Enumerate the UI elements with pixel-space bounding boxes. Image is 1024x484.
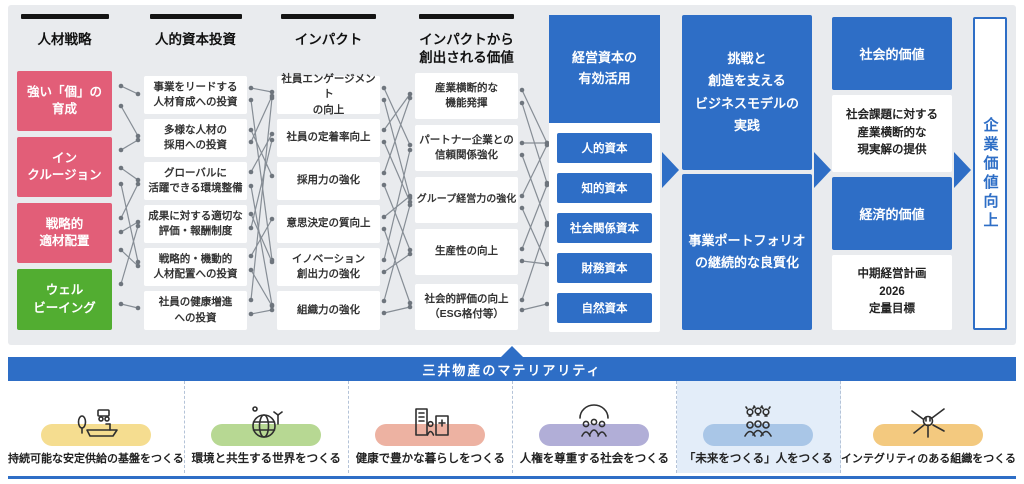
people-arc-icon — [571, 403, 617, 441]
capital-item: 社会関係資本 — [557, 213, 652, 243]
people-lightbulb-icon — [735, 403, 781, 441]
materiality-cell-health: 健康で豊かな暮らしをつくる — [349, 381, 513, 473]
header-bar — [419, 14, 514, 19]
hr-strategy-item: イン クルージョン — [17, 137, 112, 197]
value-item: パートナー企業との 信頼関係強化 — [415, 125, 518, 171]
value-item: グループ経営力の強化 — [415, 177, 518, 223]
globe-icon — [243, 403, 289, 441]
business-model-box: 挑戦と 創造を支える ビジネスモデルの 実践 — [682, 15, 812, 170]
hr-strategy-item: ウェル ビーイング — [17, 269, 112, 330]
capital-panel: 経営資本の 有効活用 人的資本 知的資本 社会関係資本 財務資本 自然資本 — [549, 15, 660, 332]
pill-shape — [703, 424, 814, 446]
materiality-art — [699, 394, 817, 446]
capital-header: 経営資本の 有効活用 — [549, 15, 660, 123]
materiality-art — [371, 394, 489, 446]
pill-shape — [40, 424, 151, 446]
corporate-value-box: 企業価値向上 — [973, 17, 1007, 330]
materiality-label: 人権を尊重する社会をつくる — [519, 453, 669, 465]
value-item: 生産性の向上 — [415, 229, 518, 275]
bottom-accent-line — [8, 476, 1016, 479]
social-value-desc: 社会課題に対する 産業横断的な 現実解の提供 — [832, 95, 952, 172]
materiality-cell-integrity: インテグリティのある組織をつくる — [841, 381, 1016, 473]
investment-item: 成果に対する適切な 評価・報酬制度 — [144, 205, 247, 243]
materiality-label: 持続可能な安定供給の基盤をつくる — [8, 453, 184, 465]
materiality-art — [207, 394, 325, 446]
materiality-row: 持続可能な安定供給の基盤をつくる 環境と共生する世界をつくる — [8, 381, 1016, 473]
materiality-cell-stable-supply: 持続可能な安定供給の基盤をつくる — [8, 381, 185, 473]
economic-value-title: 経済的価値 — [832, 177, 952, 250]
materiality-cell-future-people: 「未来をつくる」人をつくる — [676, 381, 841, 473]
impact-item: 意思決定の質向上 — [277, 205, 380, 243]
impact-item: 社員の定着率向上 — [277, 119, 380, 157]
flow-arrow-icon — [814, 152, 831, 188]
materiality-art — [535, 394, 653, 446]
hr-strategy-item: 戦略的 適材配置 — [17, 203, 112, 263]
materiality-label: 健康で豊かな暮らしをつくる — [355, 453, 505, 465]
capital-item: 自然資本 — [557, 293, 652, 323]
materiality-cell-environment: 環境と共生する世界をつくる — [185, 381, 349, 473]
cargo-ship-icon — [73, 403, 119, 441]
investment-item: 多様な人材の 採用への投資 — [144, 119, 247, 157]
pill-shape — [375, 424, 486, 446]
flow-arrow-icon — [662, 152, 679, 188]
investment-item: 社員の健康増進 への投資 — [144, 291, 247, 330]
impact-item: 採用力の強化 — [277, 162, 380, 200]
materiality-cell-human-rights: 人権を尊重する社会をつくる — [513, 381, 677, 473]
social-value-title: 社会的価値 — [832, 17, 952, 90]
materiality-label: 「未来をつくる」人をつくる — [683, 453, 833, 465]
materiality-art — [37, 394, 155, 446]
banner-arrow-up-icon — [501, 346, 523, 357]
header-value-from-impact: インパクトから 創出される価値 — [403, 14, 530, 66]
materiality-label: インテグリティのある組織をつくる — [840, 453, 1017, 465]
value-item: 社会的評価の向上 （ESG格付等） — [415, 284, 518, 330]
header-label: インパクトから 創出される価値 — [419, 32, 514, 65]
header-bar — [281, 14, 376, 19]
header-label: 人材戦略 — [37, 32, 92, 47]
investment-item: 戦略的・機動的 人材配置への投資 — [144, 248, 247, 286]
value-item: 産業横断的な 機能発揮 — [415, 73, 518, 119]
hands-together-icon — [905, 403, 951, 441]
corporate-value-label: 企業価値向上 — [981, 116, 999, 231]
pill-shape — [539, 424, 650, 446]
impact-item: 組織力の強化 — [277, 291, 380, 330]
investment-item: 事業をリードする 人材育成への投資 — [144, 76, 247, 114]
hr-strategy-item: 強い「個」の 育成 — [17, 71, 112, 131]
impact-item: 社員エンゲージメント の向上 — [277, 73, 380, 116]
materiality-banner: 三井物産のマテリアリティ — [8, 357, 1016, 381]
header-impact: インパクト — [277, 14, 380, 49]
flow-arrow-icon — [954, 152, 971, 188]
impact-item: イノベーション 創出力の強化 — [277, 248, 380, 286]
economic-value-desc: 中期経営計画 2026 定量目標 — [832, 255, 952, 330]
header-bar — [149, 14, 242, 19]
capital-item: 財務資本 — [557, 253, 652, 283]
portfolio-box: 事業ポートフォリオ の継続的な良質化 — [682, 174, 812, 330]
header-label: インパクト — [294, 32, 363, 47]
header-human-capital-investment: 人的資本投資 — [144, 14, 247, 49]
capital-item: 知的資本 — [557, 173, 652, 203]
materiality-art — [869, 394, 987, 446]
city-hospital-icon — [407, 403, 453, 441]
header-label: 人的資本投資 — [155, 32, 236, 47]
investment-item: グローバルに 活躍できる環境整備 — [144, 162, 247, 200]
capital-item: 人的資本 — [557, 133, 652, 163]
header-hr-strategy: 人材戦略 — [17, 14, 112, 49]
header-bar — [20, 14, 109, 19]
materiality-label: 環境と共生する世界をつくる — [191, 453, 341, 465]
